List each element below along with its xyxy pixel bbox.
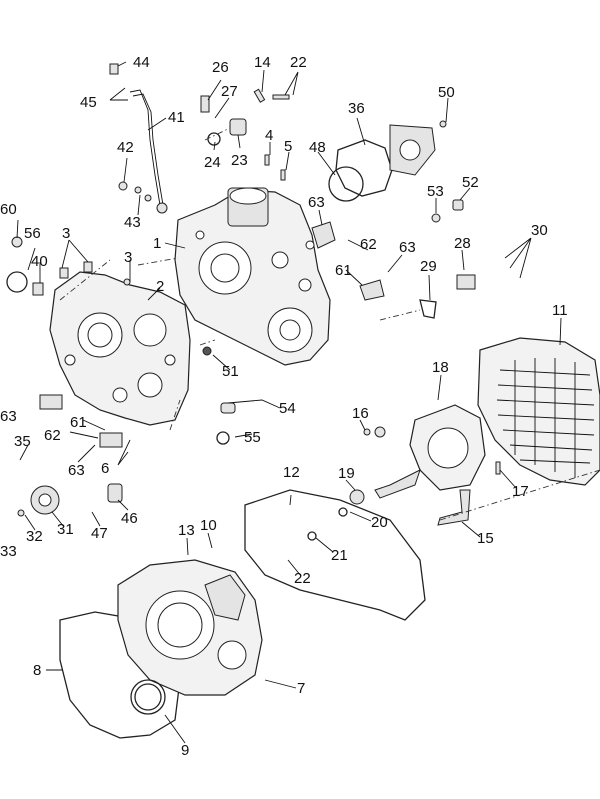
callout-22: 22 (294, 570, 311, 587)
oring-9 (130, 679, 166, 715)
callout-45: 45 (80, 94, 97, 111)
callout-labels: 1 2 3 3 4 5 6 7 8 9 10 11 12 13 14 15 16… (0, 54, 568, 759)
gasket-12 (244, 489, 426, 621)
callout-54: 54 (279, 400, 296, 417)
callout-42: 42 (117, 139, 134, 156)
leader-lines (16, 61, 562, 744)
callout-35: 35 (14, 433, 31, 450)
callout-20: 20 (371, 514, 388, 531)
callout-47: 47 (91, 525, 108, 542)
callout-13: 13 (178, 522, 195, 539)
callout-19: 19 (338, 465, 355, 482)
oil-pipe-41 (129, 89, 168, 214)
gasket-36 (335, 139, 393, 197)
callout-29: 29 (420, 258, 437, 275)
callout-26: 26 (212, 59, 229, 76)
callout-28: 28 (454, 235, 471, 252)
callout-4: 4 (265, 127, 273, 144)
callout-9: 9 (181, 742, 189, 759)
callout-3: 3 (124, 249, 132, 266)
callout-2: 2 (156, 278, 164, 295)
callout-14: 14 (254, 54, 271, 71)
crankcase-left-half (49, 271, 191, 426)
callout-5: 5 (284, 138, 292, 155)
callout-18: 18 (432, 359, 449, 376)
callout-30: 30 (531, 222, 548, 239)
fan-shroud-11 (477, 337, 600, 486)
callout-27: 27 (221, 83, 238, 100)
callout-8: 8 (33, 662, 41, 679)
callout-32: 32 (26, 528, 43, 545)
assembly-lines (59, 127, 600, 521)
callout-61: 61 (335, 262, 352, 279)
callout-11: 11 (552, 302, 568, 319)
small-parts (6, 63, 501, 541)
callout-60: 60 (0, 201, 17, 218)
cover-7 (117, 559, 263, 696)
callout-43: 43 (124, 214, 141, 231)
callout-3: 3 (62, 225, 70, 242)
callout-56: 56 (24, 225, 41, 242)
callout-61: 61 (70, 414, 87, 431)
callout-17: 17 (512, 483, 529, 500)
callout-22: 22 (290, 54, 307, 71)
callout-36: 36 (348, 100, 365, 117)
callout-15: 15 (477, 530, 494, 547)
callout-31: 31 (57, 521, 74, 538)
callout-63: 63 (68, 462, 85, 479)
callout-21: 21 (331, 547, 348, 564)
callout-50: 50 (438, 84, 455, 101)
callout-7: 7 (297, 680, 305, 697)
callout-55: 55 (244, 429, 261, 446)
callout-23: 23 (231, 152, 248, 169)
callout-51: 51 (222, 363, 239, 380)
callout-63: 63 (399, 239, 416, 256)
callout-33: 33 (0, 543, 17, 560)
callout-63: 63 (0, 408, 17, 425)
callout-6: 6 (101, 460, 109, 477)
crankcase-right-half (174, 187, 331, 366)
callout-44: 44 (133, 54, 150, 71)
callout-1: 1 (153, 235, 161, 252)
callout-62: 62 (360, 236, 377, 253)
callout-40: 40 (31, 253, 48, 270)
impeller-cover-15 (374, 404, 486, 526)
callout-10: 10 (200, 517, 217, 534)
callout-48: 48 (309, 139, 326, 156)
callout-46: 46 (121, 510, 138, 527)
callout-63: 63 (308, 194, 325, 211)
callout-16: 16 (352, 405, 369, 422)
callout-53: 53 (427, 183, 444, 200)
callout-62: 62 (44, 427, 61, 444)
callout-12: 12 (283, 464, 300, 481)
callout-52: 52 (462, 174, 479, 191)
callout-41: 41 (168, 109, 185, 126)
callout-24: 24 (204, 154, 221, 171)
